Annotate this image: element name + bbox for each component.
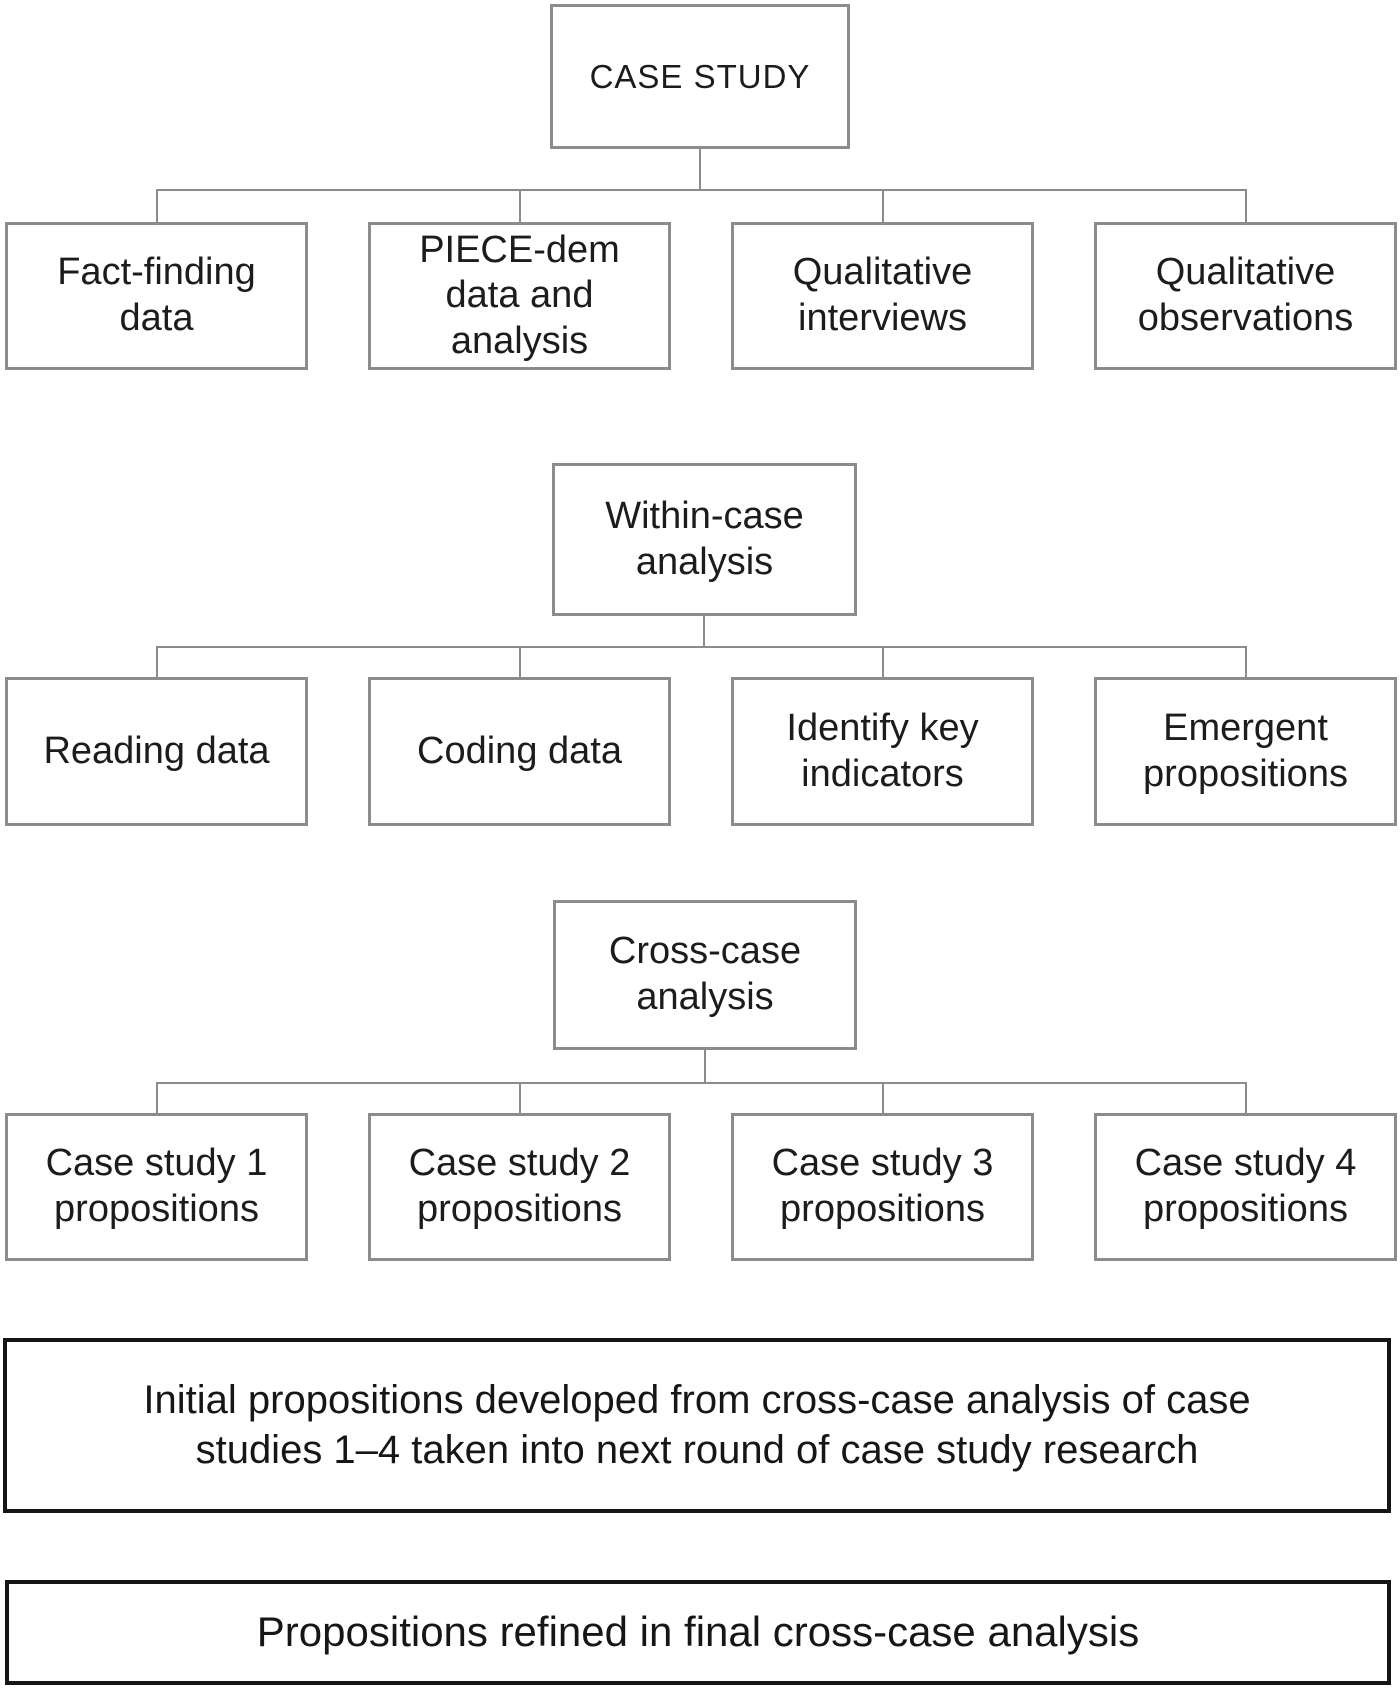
node-case-study-4-propositions: Case study 4 propositions xyxy=(1094,1113,1397,1261)
connector-line xyxy=(1245,1082,1247,1114)
banner-propositions-refined: Propositions refined in final cross-case… xyxy=(5,1580,1391,1685)
connector-line xyxy=(1245,189,1247,222)
node-coding-data: Coding data xyxy=(368,677,671,826)
node-case-study: CASE STUDY xyxy=(550,4,850,149)
node-qualitative-interviews: Qualitative interviews xyxy=(731,222,1034,370)
node-fact-finding-data: Fact-finding data xyxy=(5,222,308,370)
connector-line xyxy=(882,646,884,678)
connector-line xyxy=(882,189,884,222)
connector-line xyxy=(704,1050,706,1083)
node-reading-data: Reading data xyxy=(5,677,308,826)
node-case-study-2-propositions: Case study 2 propositions xyxy=(368,1113,671,1261)
node-case-study-3-propositions: Case study 3 propositions xyxy=(731,1113,1034,1261)
node-within-case-analysis: Within-case analysis xyxy=(552,463,857,616)
node-identify-key-indicators: Identify key indicators xyxy=(731,677,1034,826)
connector-line xyxy=(882,1082,884,1114)
node-piece-dem-data-and-analysis: PIECE-dem data and analysis xyxy=(368,222,671,370)
node-case-study-1-propositions: Case study 1 propositions xyxy=(5,1113,308,1261)
connector-line xyxy=(699,149,701,190)
node-qualitative-observations: Qualitative observations xyxy=(1094,222,1397,370)
banner-initial-propositions: Initial propositions developed from cros… xyxy=(3,1338,1391,1513)
connector-line xyxy=(156,189,1247,191)
banner-text-line: Propositions refined in final cross-case… xyxy=(256,1608,1140,1656)
connector-line xyxy=(519,1082,521,1114)
connector-line xyxy=(156,646,158,678)
node-emergent-propositions: Emergent propositions xyxy=(1094,677,1397,826)
connector-line xyxy=(156,189,158,222)
connector-line xyxy=(156,1082,158,1114)
banner-text-line: Initial propositions developed from cros… xyxy=(143,1377,1251,1422)
connector-line xyxy=(519,646,521,678)
connector-line xyxy=(156,646,1247,648)
banner-text-line: studies 1–4 taken into next round of cas… xyxy=(195,1427,1199,1472)
node-cross-case-analysis: Cross-case analysis xyxy=(553,900,857,1050)
connector-line xyxy=(156,1082,1247,1084)
connector-line xyxy=(519,189,521,222)
connector-line xyxy=(703,616,705,647)
connector-line xyxy=(1245,646,1247,678)
